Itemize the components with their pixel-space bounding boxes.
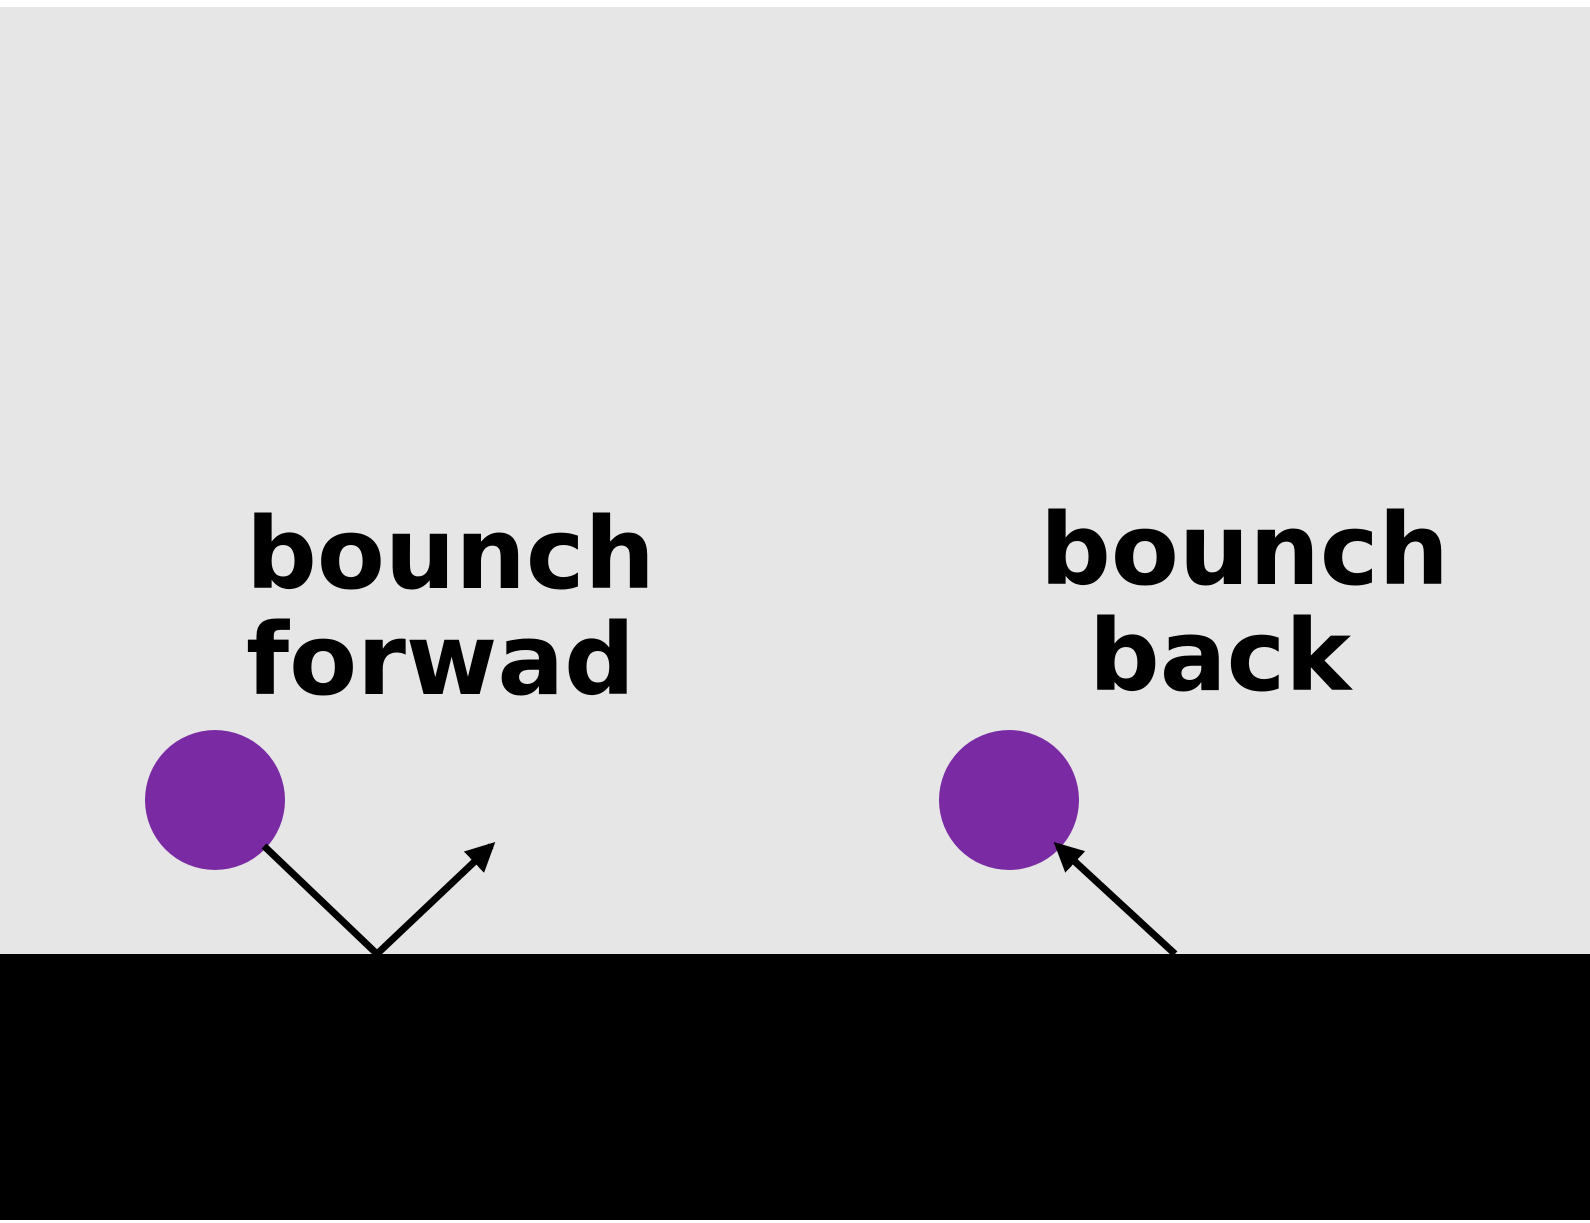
- label-line: back: [1088, 599, 1352, 714]
- label-line: forwad: [246, 603, 636, 718]
- ground-surface: [0, 954, 1590, 1220]
- label-line: bounch: [1040, 493, 1450, 608]
- label-bounce-forward: bounch forwad: [246, 502, 655, 714]
- ball-left: [145, 730, 285, 870]
- label-line: bounch: [246, 497, 656, 612]
- label-bounce-back: bounch back: [1040, 493, 1450, 714]
- ball-right: [939, 730, 1079, 870]
